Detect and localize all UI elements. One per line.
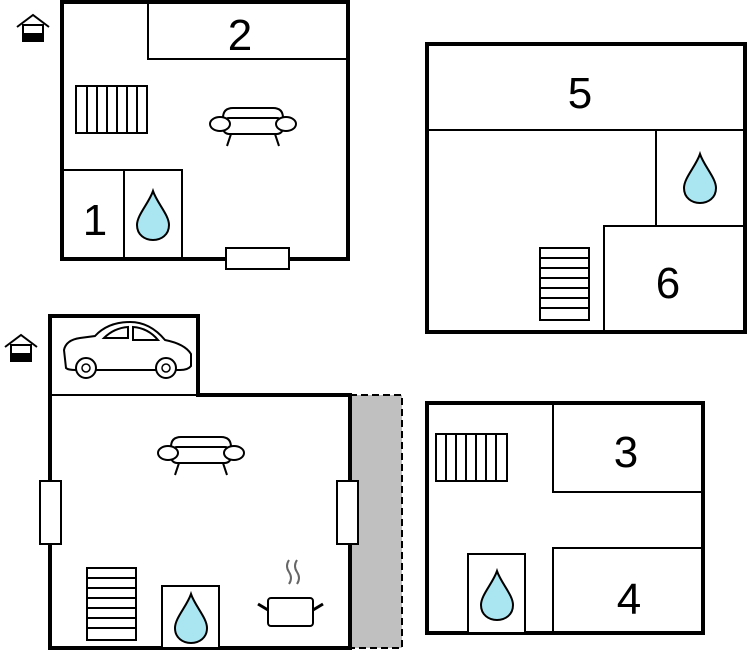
stairs-icon — [435, 433, 508, 482]
room-label-1: 1 — [83, 196, 107, 245]
outer-wall — [425, 42, 747, 334]
water-drop-icon — [136, 190, 170, 241]
floor-top-left: 2 1 — [60, 0, 350, 270]
room-4-wall — [552, 547, 703, 633]
house-entrance-icon — [16, 14, 50, 42]
room-6-wall — [603, 225, 656, 332]
stairs-icon — [539, 247, 590, 321]
window-icon — [39, 480, 62, 545]
room-3-wall — [552, 403, 703, 493]
sofa-icon — [209, 107, 297, 147]
room-label-5: 5 — [568, 69, 592, 118]
room-1-wall — [61, 169, 183, 260]
window-icon — [336, 480, 359, 545]
room-label-4: 4 — [617, 575, 641, 624]
outer-wall — [60, 0, 350, 261]
house-entrance-icon — [4, 334, 38, 362]
floor-bottom-left — [39, 314, 403, 650]
room-label-3: 3 — [614, 428, 638, 477]
room-label-2: 2 — [228, 11, 252, 60]
sofa-icon — [157, 436, 245, 476]
cooking-pot-icon — [257, 559, 324, 627]
room-2-wall — [147, 2, 348, 60]
stairs-icon — [75, 85, 148, 134]
car-icon — [62, 320, 192, 379]
floor-top-right: 5 6 — [425, 42, 747, 334]
stairs-icon — [86, 567, 137, 641]
outer-wall — [425, 401, 705, 635]
room-label-6: 6 — [656, 259, 680, 308]
outer-wall — [48, 314, 352, 650]
water-drop-icon — [683, 153, 717, 204]
window-icon — [225, 247, 290, 270]
floor-bottom-right: 3 4 — [425, 401, 705, 635]
